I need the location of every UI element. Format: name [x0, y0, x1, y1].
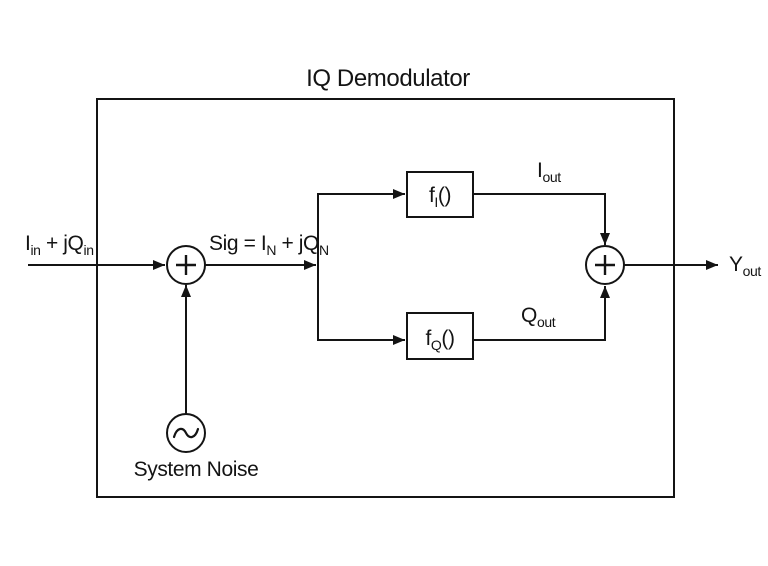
output-adder-plus-icon [595, 255, 615, 275]
y-out-sub: out [743, 263, 762, 279]
input-label-sub: in [30, 242, 40, 258]
fq-label-sub: Q [431, 337, 442, 353]
fi-label-sub: I [434, 194, 438, 210]
i-out-label: Iout [537, 159, 561, 185]
fq-label-base: f [425, 327, 431, 350]
diagram-title: IQ Demodulator [306, 65, 470, 92]
fi-label-base: f [429, 184, 435, 207]
fi-label-base2: () [438, 184, 451, 207]
q-out-sub: out [537, 314, 556, 330]
q-out-label: Qout [521, 304, 556, 330]
input-label-sub2: in [83, 242, 93, 258]
fq-label-base2: () [441, 327, 454, 350]
noisy-signal-label: Sig = IN + jQN [209, 232, 329, 258]
fq-block-label: fQ() [425, 327, 454, 353]
signal-label-sub: N [266, 242, 276, 258]
q-out-base: Q [521, 304, 537, 327]
i-out-base: I [537, 159, 542, 182]
signal-label-sub2: N [319, 242, 329, 258]
signal-label-base: Sig = I [209, 232, 266, 255]
fi-block-label: fI() [429, 184, 451, 210]
noise-source-label: System Noise [134, 458, 259, 481]
y-out-label: Yout [729, 253, 761, 279]
y-out-base: Y [729, 253, 743, 276]
sine-wave-icon [172, 427, 200, 439]
i-out-sub: out [542, 169, 561, 185]
input-label-base2: + jQ [41, 232, 84, 255]
fq-function-block [406, 312, 474, 360]
signal-label-base2: + jQ [276, 232, 319, 255]
fi-output-line [474, 193, 610, 245]
fq-output-line [474, 286, 610, 341]
input-label-base: I [25, 232, 30, 255]
input-adder-plus-icon [176, 255, 196, 275]
fi-function-block [406, 171, 474, 218]
input-signal-label: Iin + jQin [25, 232, 94, 258]
